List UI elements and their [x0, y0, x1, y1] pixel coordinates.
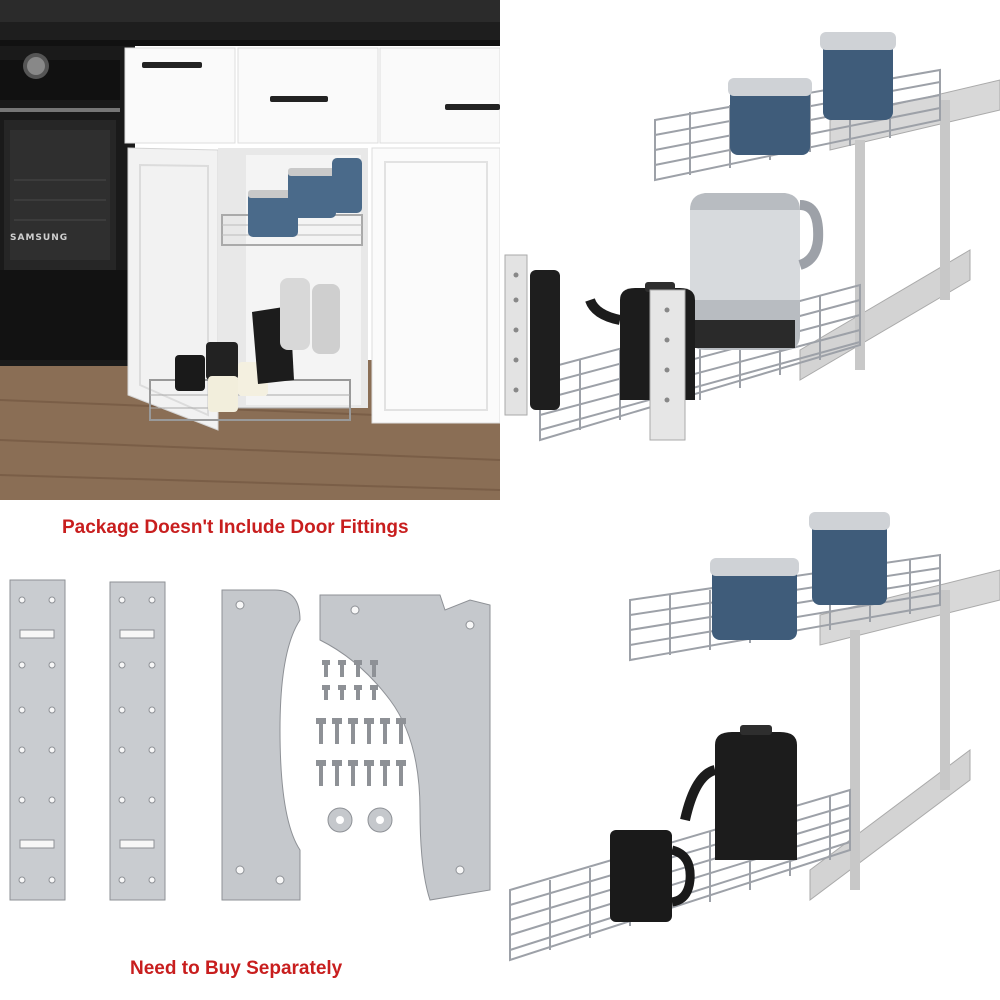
kitchen-scene: SAMSUNG	[0, 0, 500, 500]
black-gooseneck-kettle	[680, 725, 797, 860]
black-mug	[610, 830, 695, 922]
caption-no-door-fittings: Package Doesn't Include Door Fittings	[62, 517, 409, 538]
fittings-parts	[9, 579, 491, 901]
lower-wire-basket	[509, 788, 851, 962]
kitchen-cabinet-photo: SAMSUNG	[0, 0, 500, 500]
upper-basket	[221, 158, 363, 246]
organizer-with-kettle-photo	[500, 0, 1000, 500]
organizer-kettle-scene	[504, 32, 1000, 442]
door-plate-left	[221, 589, 301, 901]
mounting-rail-left	[9, 579, 66, 901]
lower-basket	[149, 278, 351, 421]
mounting-plate	[504, 254, 528, 416]
blue-canisters	[728, 32, 896, 155]
oven-brand-label: SAMSUNG	[10, 233, 68, 243]
blue-canisters	[710, 512, 890, 640]
caption-buy-separately: Need to Buy Separately	[130, 958, 343, 979]
stainless-kettle	[690, 193, 824, 350]
washer-icon	[327, 807, 393, 833]
door-fittings-diagram	[0, 570, 500, 930]
screw-set-icon	[316, 660, 406, 786]
organizer-with-mugs-photo	[500, 500, 1000, 1000]
organizer-mugs-scene	[509, 512, 1000, 962]
mounting-rail-right	[109, 581, 166, 901]
drawer-handle-icon	[142, 62, 202, 68]
door-plate-right	[319, 594, 491, 901]
